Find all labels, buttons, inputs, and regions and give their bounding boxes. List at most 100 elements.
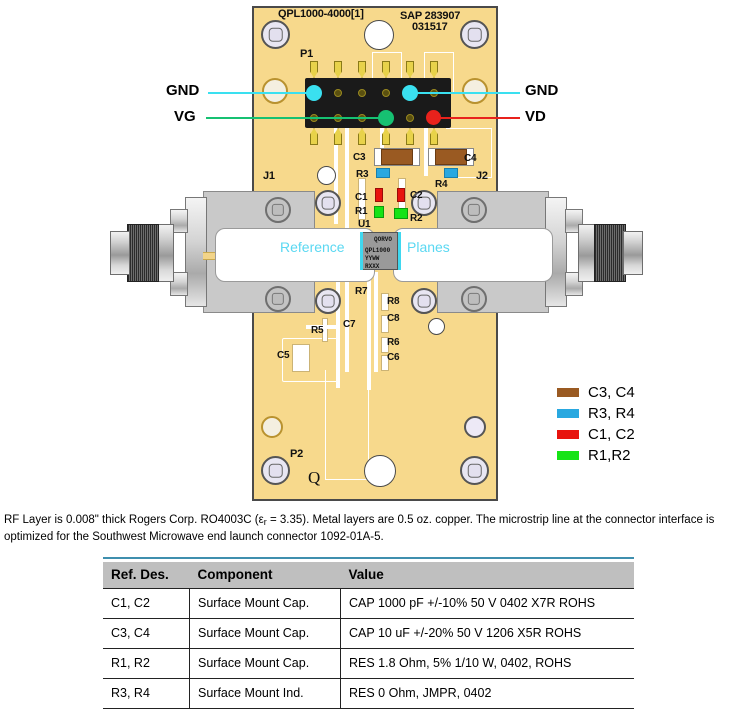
silk-designator-u1: U1	[358, 219, 371, 230]
fixture-screw-bl	[265, 286, 291, 312]
cell-component: Surface Mount Ind.	[189, 678, 341, 709]
silk-designator-c4: C4	[464, 153, 477, 164]
fixture-screw-tr	[461, 197, 487, 223]
cell-value: CAP 10 uF +/-20% 50 V 1206 X5R ROHS	[340, 618, 634, 649]
sma-knurl-right	[594, 224, 626, 282]
figure-caption: RF Layer is 0.008" thick Rogers Corp. RO…	[4, 513, 730, 545]
pad-c7	[322, 318, 328, 342]
legend-row: R3, R4	[557, 403, 727, 424]
header-pin-top-6	[430, 61, 438, 78]
silk-designator-r3: R3	[356, 169, 369, 180]
sma-tip-right	[623, 231, 643, 275]
table-row: R1, R2 Surface Mount Cap. RES 1.8 Ohm, 5…	[103, 648, 634, 679]
trace-loop-bottom	[325, 370, 369, 480]
via-hole-right-bottom	[464, 416, 486, 438]
bill-of-materials-table: Ref. Des. Component Value C1, C2 Surface…	[103, 562, 634, 709]
mounting-hole-tl	[261, 20, 290, 49]
cell-component: Surface Mount Cap.	[189, 588, 341, 619]
component-r2	[394, 208, 408, 219]
column-header-component: Component	[189, 562, 341, 589]
callout-label-vg: VG	[174, 108, 196, 125]
silk-designator-p2: P2	[290, 448, 304, 460]
via-hole-right-top	[462, 78, 488, 104]
header-pin-top-4	[382, 61, 390, 78]
trace-upper-right	[424, 52, 454, 92]
sma-tip-left	[110, 231, 130, 275]
silk-designator-r4: R4	[435, 179, 448, 190]
silk-designator-r6: R6	[387, 337, 400, 348]
silk-designator-c6: C6	[387, 352, 400, 363]
sma-knurl-left	[127, 224, 159, 282]
trace-r5	[306, 325, 340, 329]
trace-vertical-b	[345, 272, 349, 372]
header-socket-u3	[358, 89, 366, 97]
cell-ref-des: R3, R4	[103, 678, 190, 709]
callout-label-gnd-right: GND	[525, 82, 559, 99]
cell-component: Surface Mount Cap.	[189, 618, 341, 649]
silk-designator-r2: R2	[410, 213, 423, 224]
annotation-planes: Planes	[407, 239, 450, 255]
ic-chip-u1	[362, 232, 398, 270]
chip-edge-right	[398, 232, 401, 270]
component-r3	[376, 168, 390, 178]
legend-label-c3-c4: C3, C4	[588, 384, 635, 401]
pad-r6	[381, 337, 389, 353]
silk-designator-c7: C7	[343, 319, 356, 330]
legend-label-r3-r4: R3, R4	[588, 405, 635, 422]
chip-edge-left	[360, 232, 363, 270]
cell-ref-des: R1, R2	[103, 648, 190, 679]
header-socket-u4	[382, 89, 390, 97]
trace-mid-c	[380, 128, 384, 164]
trace-mid-e	[446, 128, 492, 178]
cell-ref-des: C1, C2	[103, 588, 190, 619]
column-header-value: Value	[340, 562, 634, 589]
component-c1	[375, 188, 383, 202]
legend-label-c1-c2: C1, C2	[588, 426, 635, 443]
chip-logo: QORVO	[374, 236, 393, 243]
callout-box-reference	[215, 228, 375, 282]
silk-designator-p1: P1	[300, 48, 314, 60]
silk-designator-c8: C8	[387, 313, 400, 324]
header-socket-u2	[334, 89, 342, 97]
gnd-right-leader	[410, 92, 520, 94]
cell-value: CAP 1000 pF +/-10% 50 V 0402 X7R ROHS	[340, 588, 634, 619]
caption-line1-b: = 3.35). Metal layers are 0.5 oz. copper…	[266, 514, 602, 526]
board-screw-bl	[315, 288, 341, 314]
sma-flange-left-tab-bot	[170, 272, 188, 296]
trace-mid-b	[345, 128, 349, 228]
fixture-screw-tl	[265, 197, 291, 223]
table-row: C3, C4 Surface Mount Cap. CAP 10 uF +/-2…	[103, 618, 634, 649]
gnd-left-leader	[208, 92, 314, 94]
trace-vertical-c	[367, 272, 371, 390]
component-r1	[374, 206, 384, 218]
board-screw-br	[411, 288, 437, 314]
component-r4	[444, 168, 458, 178]
trace-mid-d	[424, 128, 428, 176]
table-row: C1, C2 Surface Mount Cap. CAP 1000 pF +/…	[103, 588, 634, 619]
silk-designator-c2: C2	[410, 190, 423, 201]
gnd-pin-dot-left	[306, 85, 322, 101]
legend-swatch-c1-c2	[557, 430, 579, 439]
silk-designator-r1: R1	[355, 206, 368, 217]
caption-line2: connector interface is optimized for the…	[4, 514, 715, 543]
header-pin-top-2	[334, 61, 342, 78]
header-socket-l6	[406, 114, 414, 122]
header-pin-bot-5	[406, 128, 414, 145]
qorvo-q-logo: Q	[308, 468, 321, 487]
small-hole-left	[317, 166, 336, 185]
cell-value: RES 0 Ohm, JMPR, 0402	[340, 678, 634, 709]
trace-vertical-a	[336, 272, 340, 388]
table-header-row: Ref. Des. Component Value	[103, 562, 634, 589]
silk-designator-c3: C3	[353, 152, 366, 163]
table-row: R3, R4 Surface Mount Ind. RES 0 Ohm, JMP…	[103, 678, 634, 709]
silk-designator-j2: J2	[476, 170, 488, 182]
component-c4	[435, 149, 467, 165]
via-hole-left-top	[262, 78, 288, 104]
component-color-legend: C3, C4 R3, R4 C1, C2 R1,R2	[557, 382, 727, 466]
pad-r8	[381, 293, 389, 311]
silk-designator-c5: C5	[277, 350, 290, 361]
silk-part-number: QPL1000-4000[1]	[278, 8, 364, 20]
chip-line1: QPL1000	[365, 247, 391, 254]
header-pin-bot-1	[310, 128, 318, 145]
header-pin-bot-2	[334, 128, 342, 145]
